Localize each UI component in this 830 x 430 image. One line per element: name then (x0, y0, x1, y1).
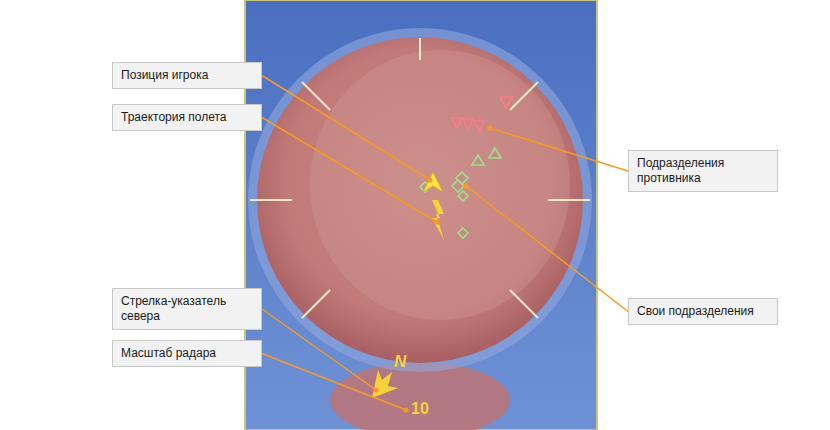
radar-inner (310, 50, 570, 320)
leader-tip (435, 220, 439, 224)
leader-line (262, 309, 376, 390)
scale-number: 10 (411, 400, 429, 418)
leader-lines (262, 76, 628, 412)
callout-box: Траектория полета (112, 104, 262, 131)
leader-tip (488, 126, 492, 130)
radar-panel (245, 0, 597, 430)
radar-halo (248, 28, 592, 372)
callout-box: Подразделения противника (628, 150, 778, 192)
callout-box: Свои подразделения (628, 298, 778, 325)
leader-line (490, 128, 628, 171)
leader-tip (428, 178, 432, 182)
friendly-units (420, 148, 501, 238)
callout-text: Траектория полета (121, 110, 253, 125)
callout-text: Свои подразделения (637, 304, 769, 319)
callout-text: Подразделения противника (637, 156, 769, 186)
callout-box: Позиция игрока (112, 62, 262, 89)
enemy-units (452, 97, 512, 131)
callout-text: Масштаб радара (121, 346, 253, 361)
leader-line (466, 186, 628, 312)
scale-plate (330, 362, 510, 430)
north-letter: N (394, 352, 406, 372)
callout-text: Позиция игрока (121, 68, 253, 83)
callout-box: Масштаб радара (112, 340, 262, 367)
leader-tip (464, 184, 468, 188)
north-arrow (372, 370, 398, 398)
player-marker (423, 172, 443, 192)
leader-tip (404, 408, 408, 412)
leader-tip (374, 388, 378, 392)
leader-line (262, 118, 437, 223)
callout-text: Стрелка-указатель севера (121, 294, 253, 324)
radar-ticks (250, 38, 590, 318)
leader-line (262, 76, 430, 181)
callout-box: Стрелка-указатель севера (112, 288, 262, 330)
leader-line (262, 354, 406, 411)
radar-disk (257, 37, 583, 363)
